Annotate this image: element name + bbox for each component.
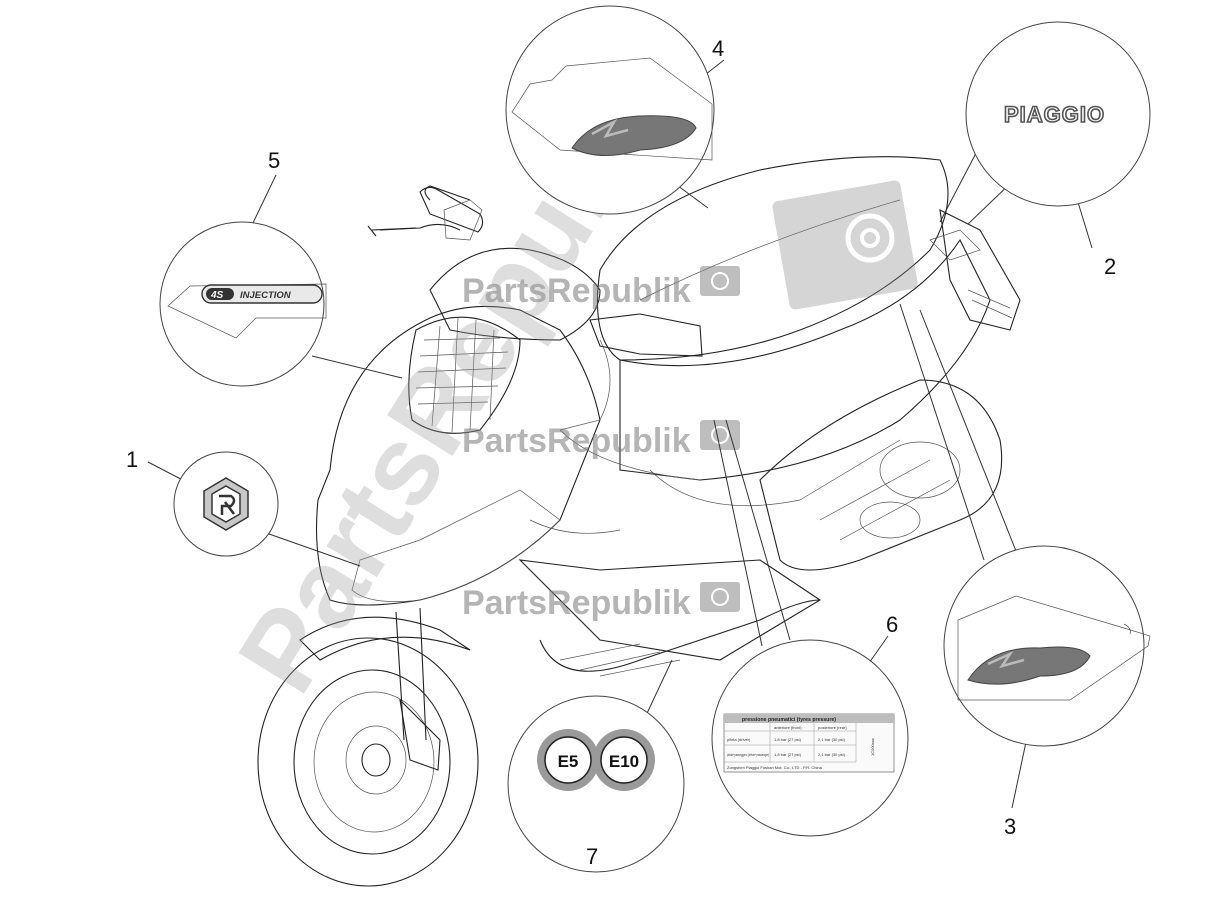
fuel-badge-e10: E10: [609, 752, 639, 771]
callout-label-7: 7: [586, 844, 598, 869]
piaggio-badge-icon: [203, 477, 249, 531]
tyre-pressure-label: pressione pneumatici (tyres pressure) an…: [723, 713, 895, 773]
tyre-label-row1-front: 1,8 bar (27 psi): [774, 737, 802, 742]
rear-body: [619, 238, 991, 481]
tyre-label-row2: pilota+passeggero (driver+passenger): [727, 753, 769, 757]
callout-bubble-7: E5 E10 7: [507, 695, 685, 873]
watermark-text-3: PartsRepublik: [462, 584, 691, 622]
headset: [429, 247, 601, 341]
callout-bubble-2: PIAGGIO 2: [965, 21, 1151, 279]
gear-icon: [772, 180, 918, 310]
tyre-label-row2-rear: 2,1 bar (30 psi): [818, 752, 846, 757]
watermark-text-2: PartsRepublik: [462, 422, 691, 460]
callout-label-4: 4: [712, 36, 724, 61]
engine: [759, 379, 1003, 571]
piaggio-logo-text: PIAGGIO: [1004, 102, 1105, 127]
injection-badge: 4S INJECTION: [201, 284, 323, 304]
taillight: [939, 209, 1021, 331]
tyre-label-footer: Zongshen Piaggio Foshan Mot. Co., LTD - …: [727, 765, 823, 770]
front-fork: [395, 607, 427, 741]
zip-logo-icon: [967, 646, 1091, 685]
injection-badge-text: INJECTION: [240, 290, 292, 301]
callout-bubble-1: 1: [126, 447, 279, 557]
callout-bubble-5: 4S INJECTION 5: [159, 148, 327, 387]
front-grille: [408, 316, 521, 434]
tyre-label-row1-rear: 2,1 bar (30 psi): [818, 737, 846, 742]
fuel-badges: E5 E10: [537, 729, 655, 791]
tyre-label-row2-front: 1,8 bar (27 psi): [774, 752, 802, 757]
gear-icon: [700, 266, 740, 612]
callout-bubble-6: pressione pneumatici (tyres pressure) an…: [711, 612, 909, 837]
tyre-label-title: pressione pneumatici (tyres pressure): [742, 717, 836, 723]
callout-label-6: 6: [886, 612, 898, 637]
callout-bubble-4: 4: [505, 5, 724, 215]
callout-label-5: 5: [268, 148, 280, 173]
callout-label-1: 1: [126, 447, 138, 472]
front-wheel: [257, 637, 479, 887]
seat: [596, 156, 949, 361]
tyre-label-row1: pilota (driver): [727, 737, 751, 742]
callout-label-3: 3: [1004, 814, 1016, 839]
callout-label-2: 2: [1104, 254, 1116, 279]
handlebar: [379, 185, 471, 231]
callout-bubble-3: 3: [943, 545, 1151, 839]
watermark-text-1: PartsRepublik: [462, 272, 691, 310]
fuel-badge-e5: E5: [558, 752, 579, 771]
tyre-label-col-rear: posteriore (rear): [818, 725, 847, 730]
zip-logo-icon: [571, 115, 697, 157]
scooter-drawing: [257, 156, 1021, 887]
tyre-label-col-front: anteriore (front): [774, 725, 802, 730]
injection-badge-prefix: 4S: [210, 290, 224, 301]
tyre-label-code: 1C000xxx: [870, 738, 875, 756]
front-fender: [299, 616, 471, 661]
